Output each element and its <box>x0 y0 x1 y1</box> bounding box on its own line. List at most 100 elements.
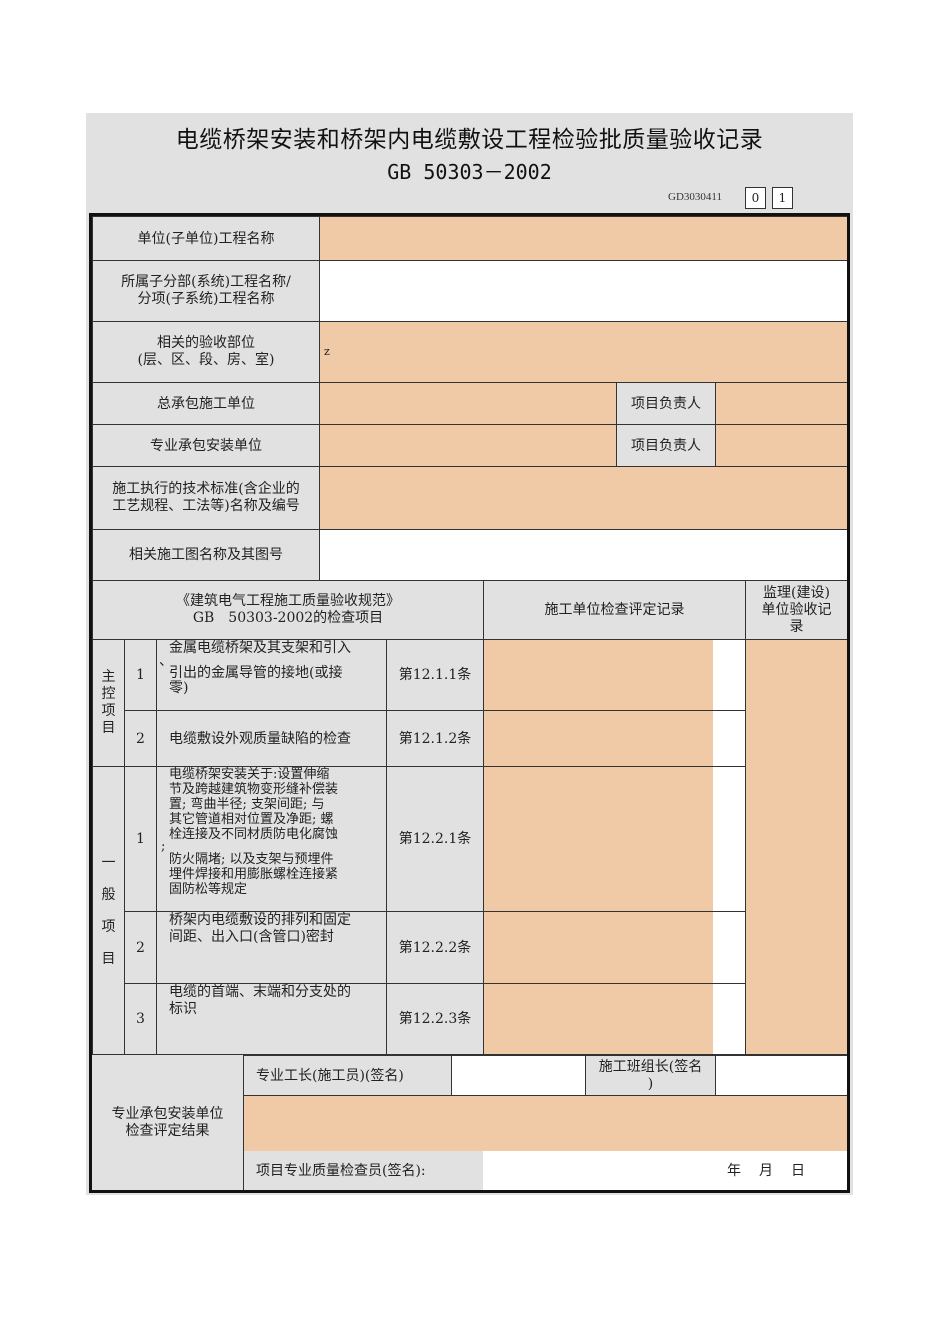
group-char: 目 <box>101 720 116 736</box>
desc-line: 桥架内电缆敷设的排列和固定 <box>169 912 351 928</box>
supervisor-header-line-2: 单位验收记 <box>761 601 832 618</box>
unit-project-label: 单位(子单位)工程名称 <box>92 216 320 261</box>
general-item-1-record[interactable] <box>483 766 746 912</box>
tech-standard-field[interactable] <box>319 466 848 530</box>
label-line-1: 施工班组长(签名 <box>598 1058 703 1075</box>
label-line-2: ) <box>647 1075 654 1092</box>
main-item-2-record[interactable] <box>483 710 746 767</box>
label-line-1: 施工执行的技术标准(含企业的 <box>112 481 300 497</box>
general-item-3-no: 3 <box>124 983 157 1055</box>
general-item-2-no: 2 <box>124 911 157 984</box>
desc-line: 引出的金属导管的接地(或接 <box>169 665 343 681</box>
form-title: 电缆桥架安装和桥架内电缆敷设工程检验批质量验收记录 <box>175 127 764 153</box>
desc-line: 电缆的首端、末端和分支处的 <box>169 984 351 1000</box>
group-char: 目 <box>101 950 116 967</box>
general-item-1-no: 1 <box>124 766 157 912</box>
gc-manager-label: 项目负责人 <box>616 382 716 425</box>
form-code-box-1[interactable]: 0 <box>745 187 766 209</box>
group-char: 主 <box>101 669 116 685</box>
location-label: 相关的验收部位 (层、区、段、房、室) <box>92 321 320 383</box>
date-year: 年 <box>727 1163 741 1179</box>
group-char: 项 <box>101 703 116 719</box>
date-day: 日 <box>791 1163 805 1179</box>
desc-line: 节及跨越建筑物变形缝补偿装 <box>169 782 339 797</box>
main-item-1-no: 1 <box>124 639 157 711</box>
desc-line: 标识 <box>169 1001 197 1017</box>
desc-line: 、 <box>159 653 173 669</box>
desc-line: 金属电缆桥架及其支架和引入 <box>169 640 351 656</box>
general-item-1-desc: 电缆桥架安装关于:设置伸缩 节及跨越建筑物变形缝补偿装 置; 弯曲半径; 支架间… <box>156 766 387 912</box>
label-line-1: 专业承包安装单位 <box>111 1106 224 1122</box>
main-item-2-clause: 第12.1.2条 <box>386 710 484 767</box>
sc-manager-field[interactable] <box>715 424 848 467</box>
location-field[interactable]: z <box>319 321 848 383</box>
desc-line: 电缆桥架安装关于:设置伸缩 <box>169 767 330 782</box>
sub-project-field[interactable] <box>319 260 848 322</box>
label-line-2: 检查评定结果 <box>125 1123 210 1139</box>
group-char: 一 <box>101 854 116 871</box>
desc-line: 栓连接及不同材质防电化腐蚀 <box>169 827 339 842</box>
desc-line: 零) <box>169 680 189 696</box>
desc-line: 固防松等规定 <box>169 882 248 897</box>
label-line-1: 所属子分部(系统)工程名称/ <box>121 274 291 290</box>
main-item-1-record[interactable] <box>483 639 746 711</box>
desc-line: 防火隔堵; 以及支架与预埋件 <box>169 852 334 867</box>
general-contractor-field[interactable] <box>319 382 617 425</box>
desc-line: 置; 弯曲半径; 支架间距; 与 <box>169 797 325 812</box>
desc-line: 其它管道相对位置及净距; 螺 <box>169 812 334 827</box>
spec-header-line-2: GB 50303-2002的检查项目 <box>192 610 384 626</box>
general-item-1-clause: 第12.2.1条 <box>386 766 484 912</box>
sc-manager-label: 项目负责人 <box>616 424 716 467</box>
supervisor-header: 监理(建设) 单位验收记 录 <box>745 580 848 640</box>
supervisor-header-line-1: 监理(建设) <box>763 584 830 601</box>
label-line-1: 相关的验收部位 <box>157 335 255 351</box>
main-item-1-desc: 金属电缆桥架及其支架和引入 、 引出的金属导管的接地(或接 零) <box>156 639 387 711</box>
group-char: 项 <box>101 918 116 935</box>
general-item-3-desc: 电缆的首端、末端和分支处的 标识 <box>156 983 387 1055</box>
main-item-2-desc: 电缆敷设外观质量缺陷的检查 <box>156 710 387 767</box>
main-control-group-label: 主 控 项 目 <box>92 639 125 767</box>
unit-project-field[interactable] <box>319 216 848 261</box>
general-item-3-record[interactable] <box>483 983 746 1055</box>
label-line-2: 工艺规程、工法等)名称及编号 <box>112 498 300 514</box>
general-item-2-desc: 桥架内电缆敷设的排列和固定 间距、出入口(含管口)密封 <box>156 911 387 984</box>
group-char: 般 <box>101 886 116 903</box>
team-leader-label: 施工班组长(签名 ) <box>585 1055 716 1096</box>
drawing-label: 相关施工图名称及其图号 <box>92 529 320 581</box>
desc-line: 埋件焊接和用膨胀螺栓连接紧 <box>169 867 339 882</box>
sub-contractor-field[interactable] <box>319 424 617 467</box>
contractor-record-header: 施工单位检查评定记录 <box>483 580 746 640</box>
gc-manager-field[interactable] <box>715 382 848 425</box>
label-line-2: (层、区、段、房、室) <box>137 352 275 368</box>
form-code-box-2[interactable]: 1 <box>772 187 793 209</box>
label-text: 单位(子单位)工程名称 <box>137 230 275 247</box>
form-standard: GB 50303－2002 <box>387 160 552 184</box>
supervisor-header-line-3: 录 <box>789 618 804 635</box>
general-item-3-clause: 第12.2.3条 <box>386 983 484 1055</box>
form-code: GD3030411 <box>668 191 722 203</box>
general-item-2-record[interactable] <box>483 911 746 984</box>
label-line-2: 分项(子系统)工程名称 <box>137 291 275 307</box>
desc-line: ; <box>161 839 166 854</box>
inspector-signature-field[interactable]: 年 月 日 <box>483 1151 847 1191</box>
tech-standard-label: 施工执行的技术标准(含企业的 工艺规程、工法等)名称及编号 <box>92 466 320 530</box>
foreman-label: 专业工长(施工员)(签名) <box>243 1055 452 1096</box>
team-leader-signature-field[interactable] <box>715 1055 848 1096</box>
spec-header-line-1: 《建筑电气工程施工质量验收规范》 <box>176 593 400 609</box>
general-item-2-clause: 第12.2.2条 <box>386 911 484 984</box>
inspector-label: 项目专业质量检查员(签名): <box>244 1151 483 1191</box>
foreman-signature-field[interactable] <box>451 1055 586 1096</box>
result-field[interactable] <box>244 1096 847 1151</box>
group-char: 控 <box>101 686 116 702</box>
main-item-2-no: 2 <box>124 710 157 767</box>
desc-line: 间距、出入口(含管口)密封 <box>169 929 334 945</box>
result-section-label: 专业承包安装单位 检查评定结果 <box>92 1055 244 1191</box>
date-month: 月 <box>759 1163 773 1179</box>
drawing-field[interactable] <box>319 529 848 581</box>
general-contractor-label: 总承包施工单位 <box>92 382 320 425</box>
sub-project-label: 所属子分部(系统)工程名称/ 分项(子系统)工程名称 <box>92 260 320 322</box>
spec-header: 《建筑电气工程施工质量验收规范》 GB 50303-2002的检查项目 <box>92 580 484 640</box>
sub-contractor-label: 专业承包安装单位 <box>92 424 320 467</box>
general-group-label: 一 般 项 目 <box>92 766 125 1055</box>
supervisor-acceptance-field[interactable] <box>745 639 848 1055</box>
